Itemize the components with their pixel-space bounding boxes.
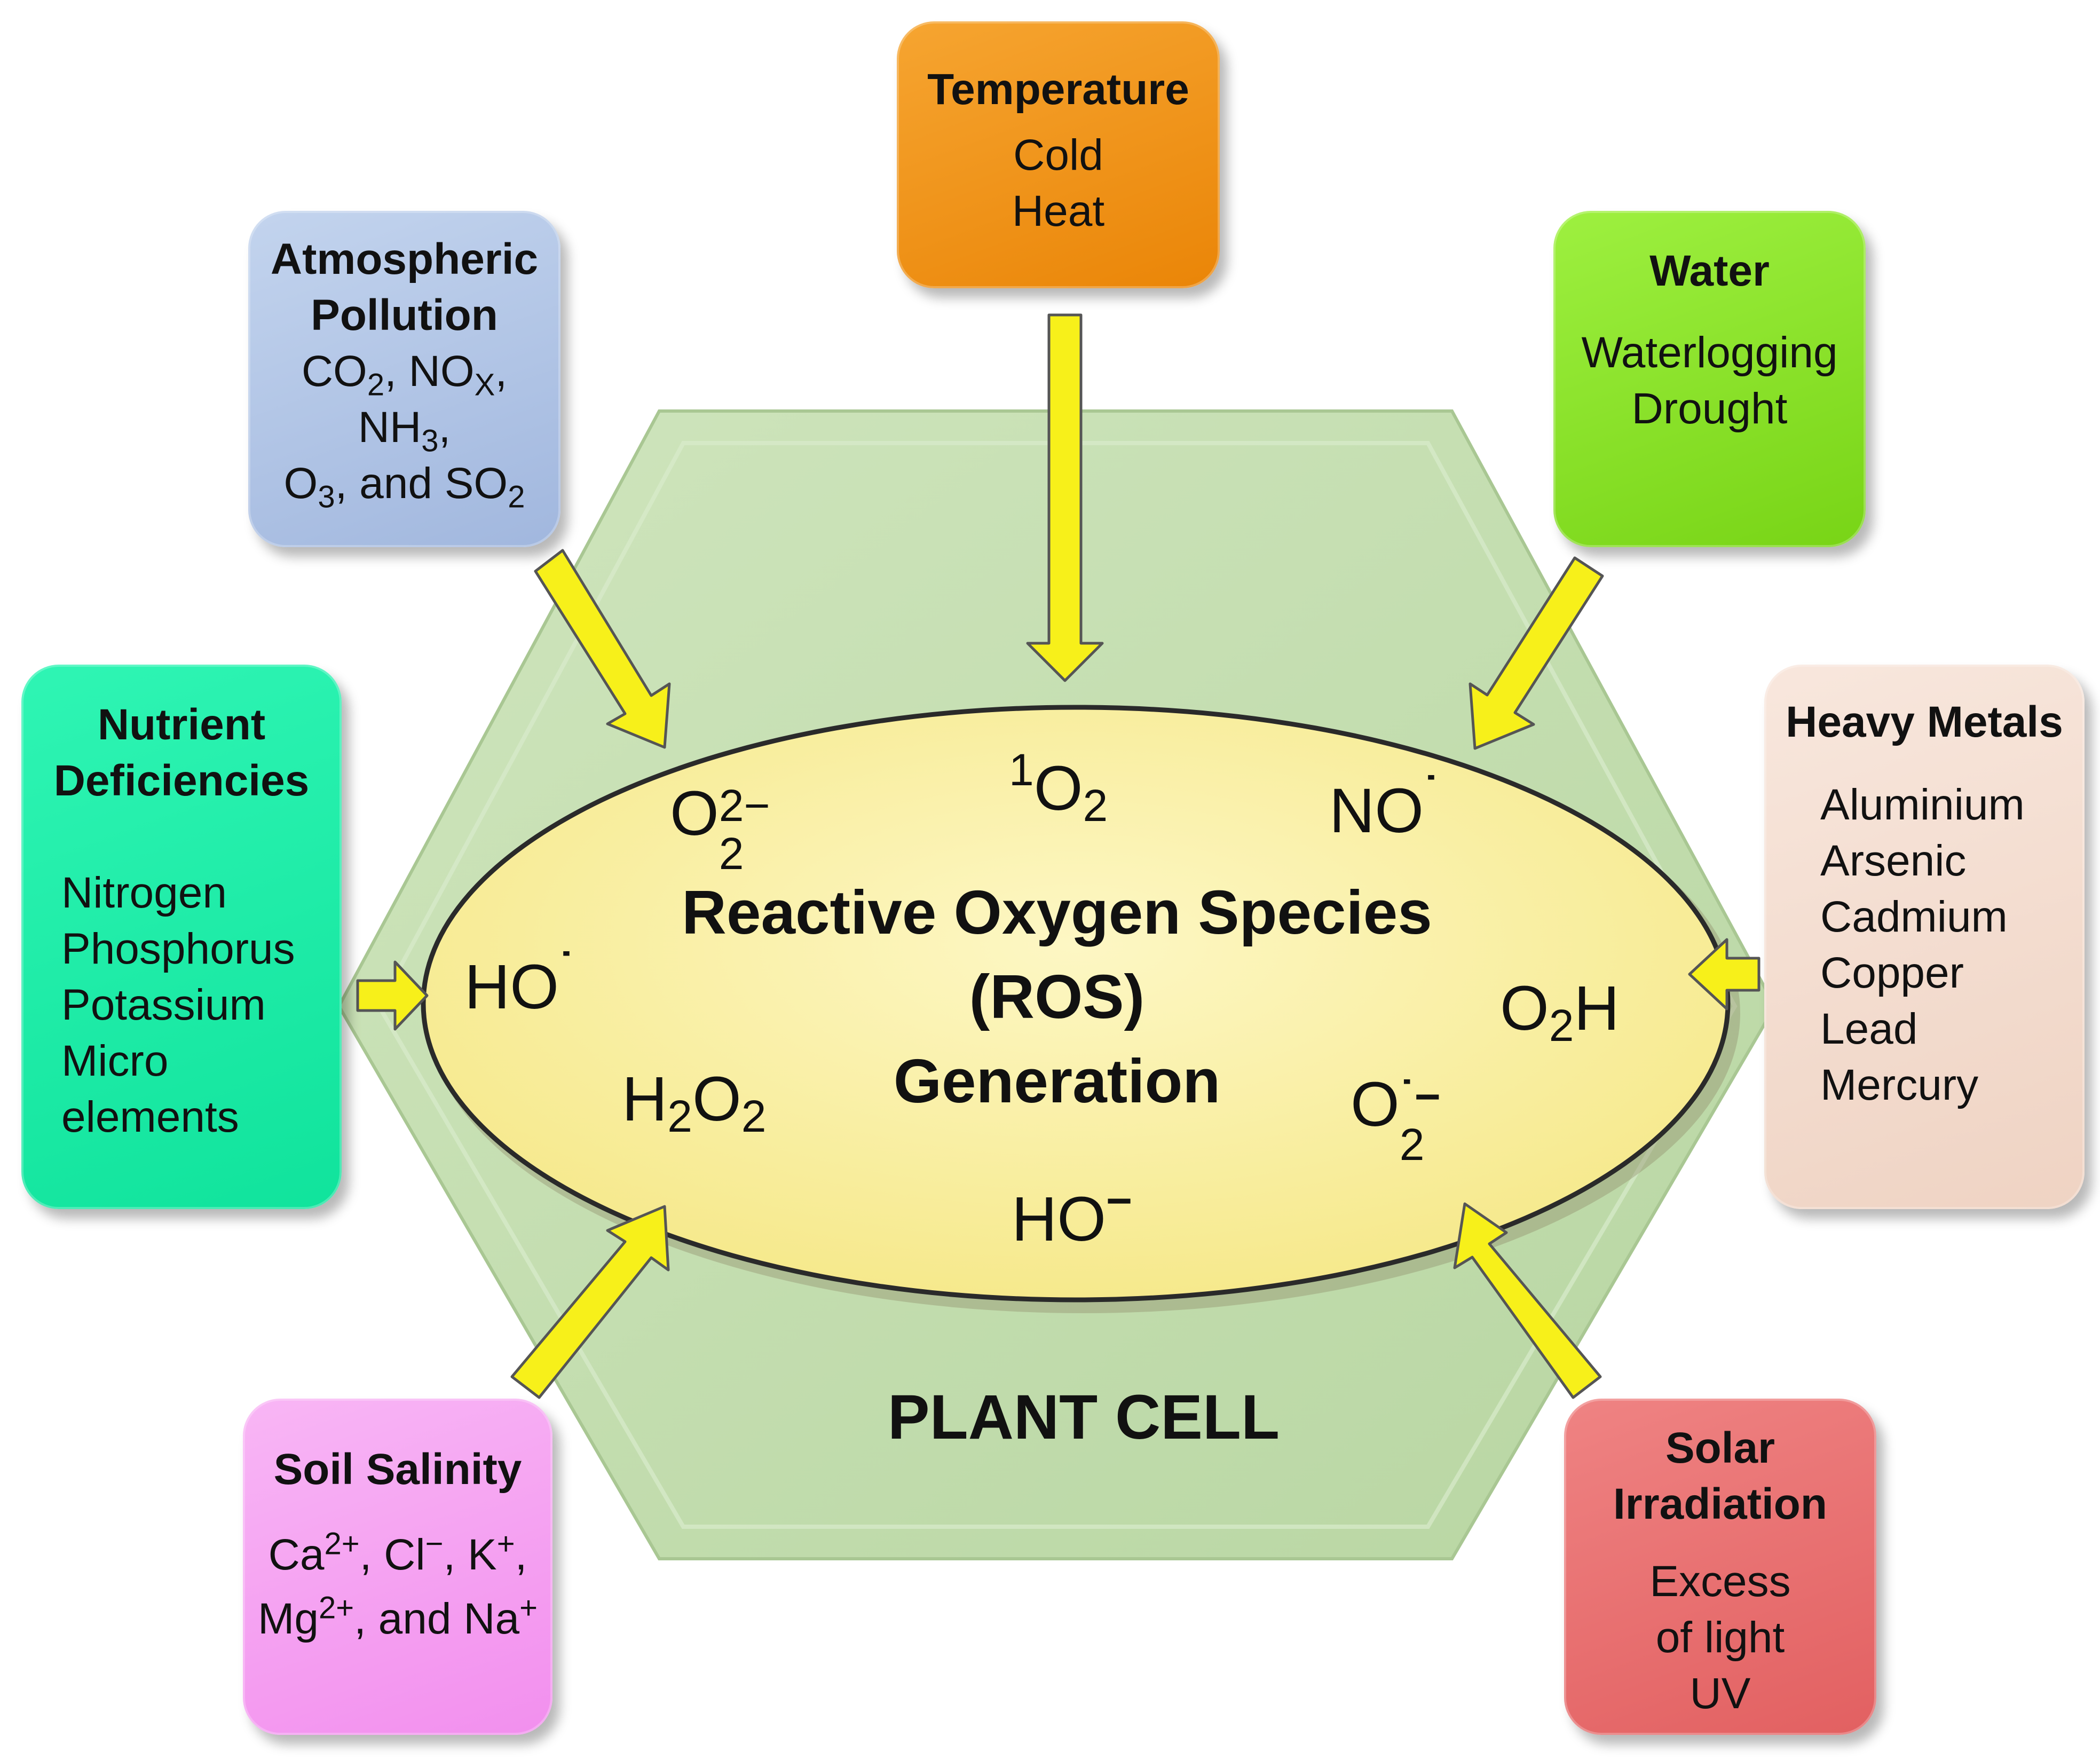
arrow-soil-salinity xyxy=(510,1205,670,1399)
superoxide-radical-species: O˙−2 xyxy=(1351,1069,1441,1167)
hydrogen-peroxide-species: H2O2 xyxy=(622,1064,767,1141)
water-item-drought: Drought xyxy=(1631,384,1788,433)
water-box: Water Waterlogging Drought xyxy=(1553,211,1866,547)
salinity-ions-line2: Mg2+, and Na+ xyxy=(258,1590,538,1643)
superoxide-species: O2−2 xyxy=(670,778,770,876)
arrow-water xyxy=(1469,556,1604,750)
arrow-temperature xyxy=(1026,313,1104,682)
atmospheric-line2: NH3, xyxy=(358,403,451,459)
nutrient-item-phosphorus: Phosphorus xyxy=(61,925,295,973)
ros-generation-title: Reactive Oxygen Species (ROS) Generation xyxy=(534,870,1580,1123)
hydroperoxyl-species: O2H xyxy=(1500,973,1620,1051)
hydroxyl-radical-species: HO˙ xyxy=(464,943,574,1022)
heavy-metals-box: Heavy Metals Aluminium Arsenic Cadmium C… xyxy=(1764,665,2085,1209)
salinity-ions-line1: Ca2+, Cl−, K+, xyxy=(268,1526,527,1579)
arrow-nutrient xyxy=(356,960,429,1031)
hydroxide-species: HO− xyxy=(1012,1175,1133,1254)
water-item-waterlogging: Waterlogging xyxy=(1581,328,1838,377)
solar-item-of-light: of light xyxy=(1655,1613,1785,1662)
solar-item-excess: Excess xyxy=(1649,1557,1791,1606)
arrow-heavy-metals xyxy=(1688,938,1760,1011)
arrow-solar xyxy=(1453,1202,1602,1399)
metal-item-aluminium: Aluminium xyxy=(1820,780,2025,829)
temperature-item-heat: Heat xyxy=(1012,187,1105,235)
arrow-atmospheric xyxy=(534,549,671,749)
ros-title-line2: (ROS) xyxy=(969,962,1145,1031)
soil-salinity-title: Soil Salinity xyxy=(273,1445,522,1494)
nutrient-item-micro: Micro xyxy=(61,1037,169,1085)
nitric-oxide-species: NO˙ xyxy=(1329,767,1439,846)
metal-item-arsenic: Arsenic xyxy=(1820,836,1967,885)
singlet-oxygen-species: 1O2 xyxy=(1009,744,1108,831)
solar-title-line1: Solar xyxy=(1665,1424,1775,1472)
metal-item-lead: Lead xyxy=(1820,1005,1918,1053)
temperature-title: Temperature xyxy=(927,65,1189,114)
metal-item-copper: Copper xyxy=(1820,949,1964,997)
solar-irradiation-box: Solar Irradiation Excess of light UV xyxy=(1564,1399,1876,1735)
metal-item-mercury: Mercury xyxy=(1820,1061,1979,1109)
water-title: Water xyxy=(1649,247,1770,295)
atmospheric-line3: O3, and SO2 xyxy=(283,459,525,515)
nutrient-item-potassium: Potassium xyxy=(61,981,266,1029)
metal-item-cadmium: Cadmium xyxy=(1820,893,2008,941)
atmospheric-title-line1: Atmospheric xyxy=(270,235,539,283)
soil-salinity-box: Soil Salinity Ca2+, Cl−, K+, Mg2+, and N… xyxy=(243,1399,552,1735)
heavy-metals-title: Heavy Metals xyxy=(1786,698,2063,746)
ros-title-line3: Generation xyxy=(893,1046,1221,1116)
nutrient-item-elements: elements xyxy=(61,1093,239,1141)
temperature-item-cold: Cold xyxy=(1013,131,1103,179)
nutrient-title-line1: Nutrient xyxy=(97,700,266,749)
atmospheric-line1: CO2, NOX, xyxy=(301,347,508,402)
ros-title-line1: Reactive Oxygen Species xyxy=(682,878,1432,947)
atmospheric-pollution-box: Atmospheric Pollution CO2, NOX, NH3, O3,… xyxy=(248,211,560,547)
solar-item-uv: UV xyxy=(1690,1669,1751,1718)
atmospheric-title-line2: Pollution xyxy=(311,291,498,340)
temperature-box: Temperature Cold Heat xyxy=(897,21,1220,288)
nutrient-item-nitrogen: Nitrogen xyxy=(61,869,227,917)
nutrient-title-line2: Deficiencies xyxy=(53,756,310,805)
nutrient-deficiencies-box: Nutrient Deficiencies Nitrogen Phosphoru… xyxy=(21,665,342,1209)
solar-title-line2: Irradiation xyxy=(1613,1480,1827,1528)
plant-cell-label: PLANT CELL xyxy=(887,1382,1280,1453)
